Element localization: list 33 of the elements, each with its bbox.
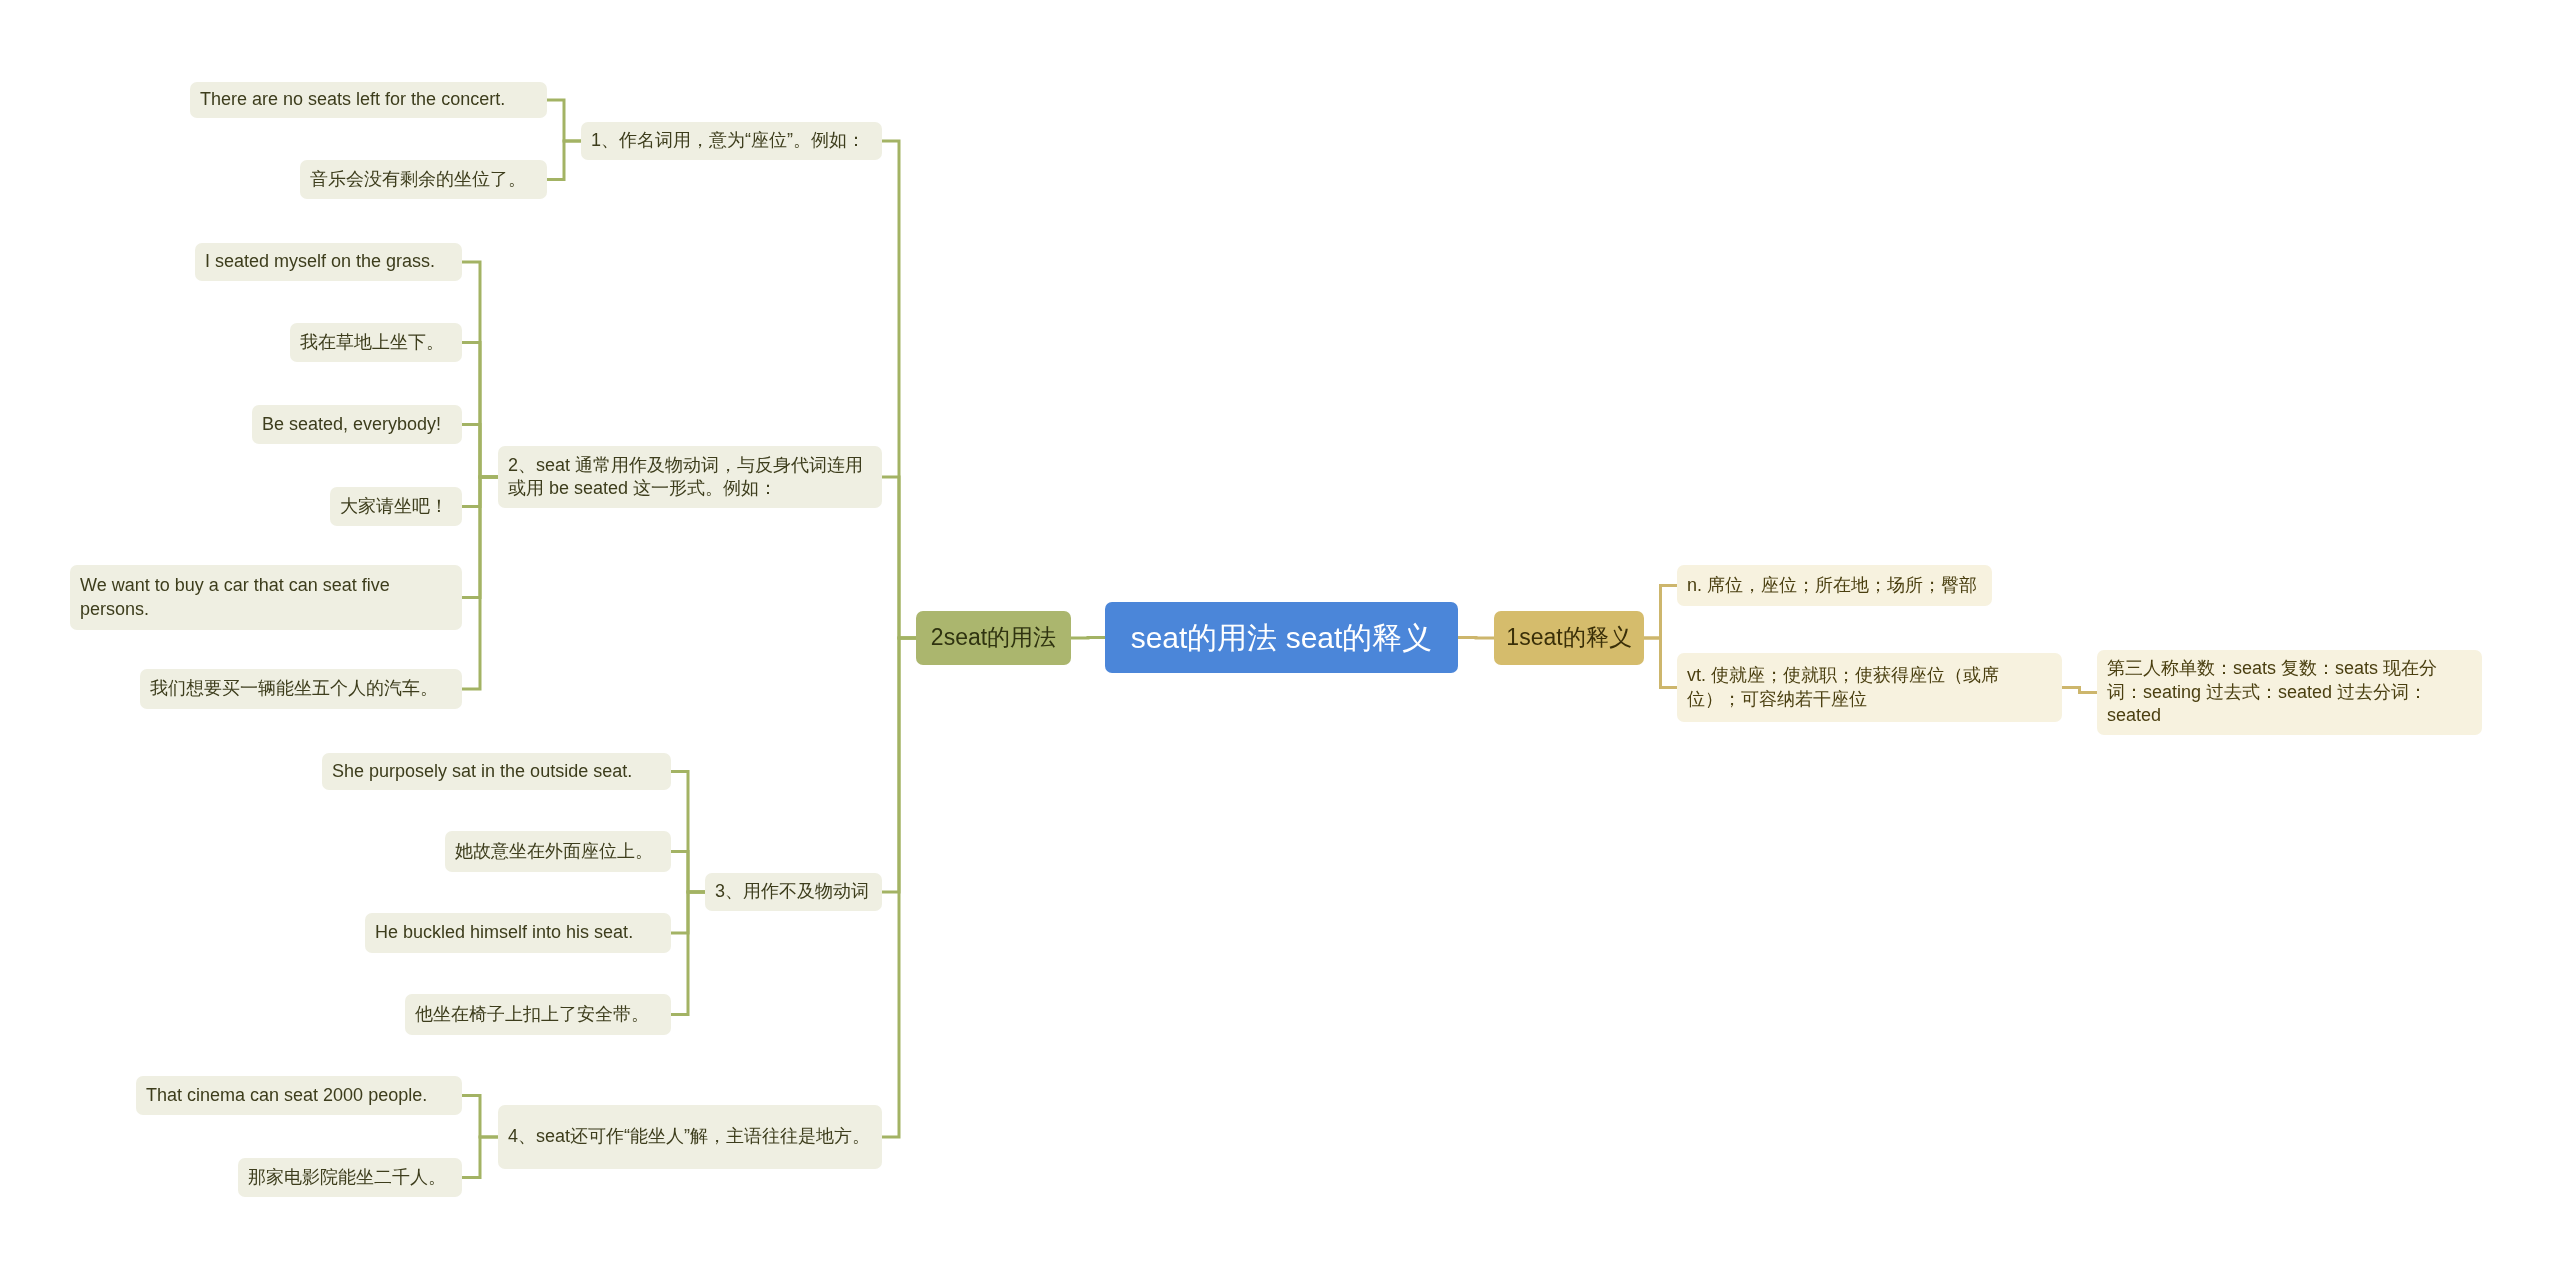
topic-box: 音乐会没有剩余的坐位了。 bbox=[300, 160, 547, 199]
topic-box: vt. 使就座；使就职；使获得座位（或席位）；可容纳若干座位 bbox=[1677, 653, 2062, 722]
branch-topic: 2seat的用法 bbox=[916, 611, 1071, 665]
connector-line bbox=[1644, 636, 1677, 689]
topic-box: 第三人称单数：seats 复数：seats 现在分词：seating 过去式：seated 过去分词：seated bbox=[2097, 650, 2482, 735]
topic-box: There are no seats left for the concert. bbox=[190, 82, 547, 118]
topic-box: Be seated, everybody! bbox=[252, 405, 462, 444]
branch-topic: 1seat的释义 bbox=[1494, 611, 1644, 665]
topic-box: She purposely sat in the outside seat. bbox=[322, 753, 671, 790]
topic-box: 4、seat还可作“能坐人”解，主语往往是地方。 bbox=[498, 1105, 882, 1169]
topic-box: 1、作名词用，意为“座位”。例如： bbox=[581, 122, 882, 160]
topic-box: 她故意坐在外面座位上。 bbox=[445, 831, 671, 872]
topic-box: 2、seat 通常用作及物动词，与反身代词连用或用 be seated 这一形式。例如： bbox=[498, 446, 882, 508]
connector-line bbox=[462, 1135, 498, 1179]
topic-box: n. 席位，座位；所在地；场所；臀部 bbox=[1677, 565, 1992, 606]
connector-line bbox=[1458, 636, 1494, 640]
topic-box: 那家电影院能坐二千人。 bbox=[238, 1158, 462, 1197]
connector-line bbox=[2062, 686, 2097, 694]
connector-line bbox=[547, 139, 581, 181]
connector-line bbox=[882, 636, 916, 1139]
topic-box: 他坐在椅子上扣上了安全带。 bbox=[405, 994, 671, 1035]
topic-box: 我们想要买一辆能坐五个人的汽车。 bbox=[140, 669, 462, 709]
connector-line bbox=[462, 475, 498, 691]
topic-box: 3、用作不及物动词 bbox=[705, 873, 882, 911]
topic-box: We want to buy a car that can seat five persons. bbox=[70, 565, 462, 630]
topic-box: That cinema can seat 2000 people. bbox=[136, 1076, 462, 1115]
connector-line bbox=[671, 890, 705, 1016]
topic-box: I seated myself on the grass. bbox=[195, 243, 462, 281]
topic-box: 我在草地上坐下。 bbox=[290, 323, 462, 362]
connector-line bbox=[1071, 636, 1105, 640]
root-topic: seat的用法 seat的释义 bbox=[1105, 602, 1458, 673]
topic-box: 大家请坐吧！ bbox=[330, 487, 462, 526]
topic-box: He buckled himself into his seat. bbox=[365, 913, 671, 953]
